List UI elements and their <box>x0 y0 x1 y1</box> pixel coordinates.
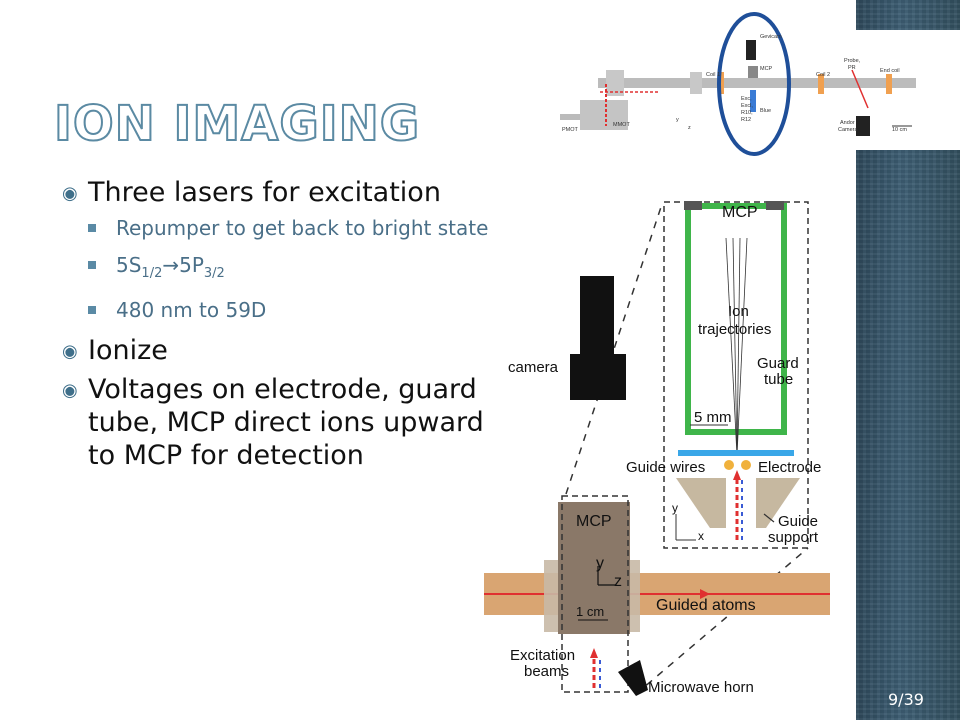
label-probe: Probe, <box>844 58 861 64</box>
microwave-horn <box>618 660 648 696</box>
label-axis-y: y <box>672 501 678 515</box>
sub-bullet-repumper: Repumper to get back to bright state <box>88 215 502 242</box>
label-mmot: MMOT <box>613 122 630 128</box>
label-mcp-top: MCP <box>722 204 758 221</box>
label-mcp-thumb: MCP <box>760 66 773 72</box>
label-pr: PR <box>848 65 856 71</box>
guide-support-left <box>676 478 726 528</box>
apparatus-thumbnail: Gevicam MCP Coil 1 Coil 2 Probe, PR End … <box>560 12 960 156</box>
label-exc: Exc, <box>741 96 752 102</box>
sub-bullet-transition: 5S1/2→5P3/2 <box>88 252 502 287</box>
label-excl: Excl, <box>741 103 753 109</box>
bullet-ionize: Ionize <box>62 334 502 368</box>
guide-wire-left <box>724 460 734 470</box>
label-camera: camera <box>508 359 559 376</box>
slide-title: ION IMAGING <box>53 95 421 153</box>
guide-wire-right <box>741 460 751 470</box>
zoom-lines <box>565 203 809 695</box>
label-pmot: PMOT <box>562 127 579 133</box>
label-r12: R12 <box>741 117 751 123</box>
label-guide: Guide <box>778 513 818 530</box>
label-1cm: 1 cm <box>576 604 604 619</box>
label-guided-atoms: Guided atoms <box>656 597 756 614</box>
label-axis-z: z <box>688 125 691 131</box>
label-5mm: 5 mm <box>694 409 732 426</box>
bullet-lasers: Three lasers for excitation <box>62 176 502 210</box>
label-blue: Blue <box>760 108 771 114</box>
label-end-coil: End coil <box>880 68 900 74</box>
label-10cm: 10 cm <box>892 127 907 133</box>
label-axis-y: y <box>676 117 679 123</box>
page-number: 9/39 <box>888 690 924 709</box>
bullet-voltages: Voltages on electrode, guard tube, MCP d… <box>62 373 502 472</box>
label-axis-y2: y <box>596 555 604 572</box>
label-coil1: Coil 1 <box>706 72 720 78</box>
label-axis-x: x <box>698 529 704 543</box>
label-tube: tube <box>764 371 793 388</box>
label-guide-wires: Guide wires <box>626 459 705 476</box>
label-r10: R10, <box>741 110 753 116</box>
camera-body <box>580 276 614 354</box>
zoom-box <box>663 201 809 549</box>
sub-bullet-480nm: 480 nm to 59D <box>88 297 502 324</box>
label-beams: beams <box>524 663 569 680</box>
label-support: support <box>768 529 819 546</box>
label-mcp-side: MCP <box>576 513 612 530</box>
label-trajectories: trajectories <box>698 321 771 338</box>
label-ion: Ion <box>728 303 749 320</box>
highlight-ring <box>717 12 791 156</box>
label-electrode: Electrode <box>758 459 821 476</box>
label-gevicam: Gevicam <box>760 34 782 40</box>
label-axis-z2: z <box>614 573 622 590</box>
ion-trajectories <box>725 237 748 457</box>
mcp-side <box>558 502 630 634</box>
label-excitation: Excitation <box>510 647 575 664</box>
camera-lens <box>570 354 626 400</box>
label-guard: Guard <box>757 355 799 372</box>
label-andor: Andor <box>840 120 855 126</box>
bullet-list: Three lasers for excitation Repumper to … <box>62 176 502 478</box>
label-coil2: Coil 2 <box>816 72 830 78</box>
label-microwave-horn: Microwave horn <box>648 679 754 696</box>
label-andor-camera: Camera <box>838 127 859 133</box>
guide-support-right <box>756 478 800 528</box>
electrode <box>678 450 794 456</box>
